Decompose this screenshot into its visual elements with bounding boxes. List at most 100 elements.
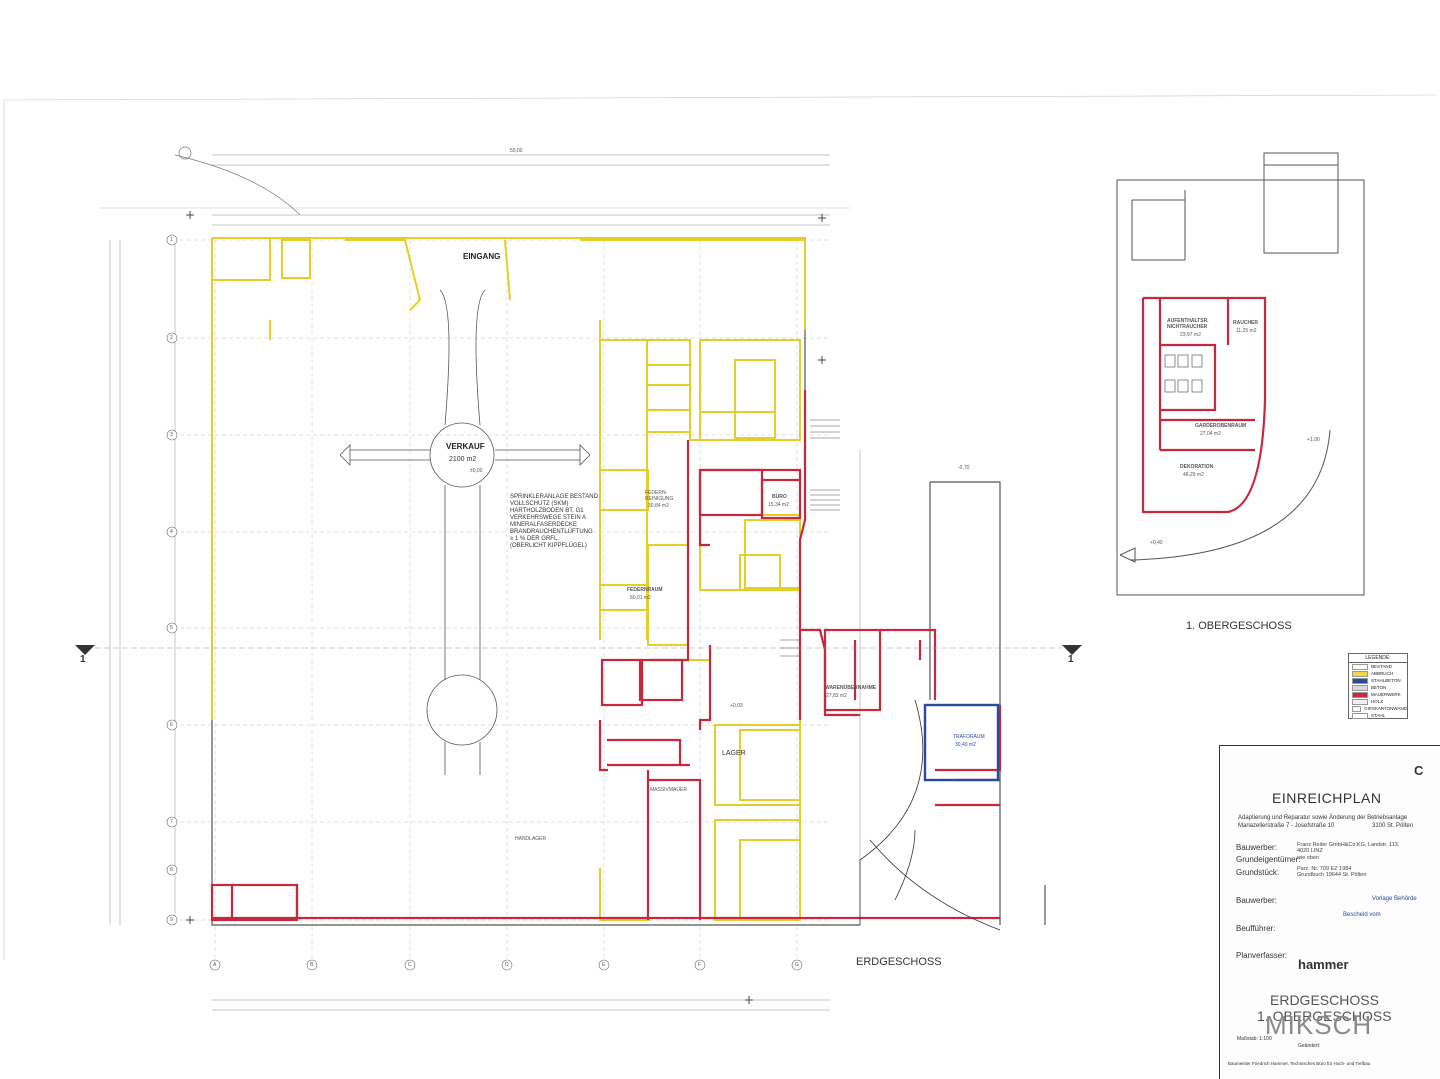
room-area-trafo: 30,40 m2 — [955, 742, 976, 748]
sprinkler-note-line: MINERALFASERDECKE — [510, 522, 578, 528]
axis-letter: C — [408, 962, 412, 968]
trafo-room-walls — [923, 703, 1000, 782]
section-mark-right: 1 — [1068, 654, 1074, 665]
room-area-aufenthalt: 23,97 m2 — [1180, 332, 1201, 338]
sprinkler-note: SPRINKLERANLAGE BESTAND VOLLSCHUTZ (SKM)… — [510, 494, 598, 550]
upper-floor-outline — [1116, 152, 1365, 596]
axis-bubbles — [166, 234, 803, 971]
room-label-trafo: TRAFORAUM — [953, 734, 985, 740]
sheet-letter: C — [1414, 763, 1424, 778]
legend-swatch — [1352, 705, 1362, 712]
tree-symbol — [178, 146, 192, 160]
new-masonry-walls — [210, 390, 1002, 922]
axis-number: 2 — [170, 335, 173, 341]
sprinkler-note-line: BRANDRAUCHENTLÜFTUNG — [510, 529, 593, 535]
room-label-warenuebernahme: WARENÜBERNAHME — [825, 685, 877, 691]
column-markers — [186, 211, 826, 1004]
legend-swatch — [1352, 663, 1368, 670]
room-area-dekoration: 46,29 m2 — [1183, 472, 1204, 478]
scale-label: Maßstab: 1:100 — [1237, 1036, 1272, 1042]
legend-swatch — [1352, 670, 1368, 677]
sprinkler-note-line: HARTHOLZBODEN BT. G1 — [510, 508, 584, 514]
dimension-lines — [109, 154, 861, 1011]
outside-curves — [859, 699, 1001, 931]
axis-number: 6 — [170, 722, 173, 728]
legend-item: STAHLBETON — [1349, 677, 1407, 684]
room-label-buero: BÜRO — [772, 494, 787, 500]
level-mark: ±0,00 — [470, 468, 483, 474]
legend-swatch — [1352, 677, 1368, 684]
tb-label: Beufführer: — [1236, 924, 1276, 933]
stair-symbols — [780, 419, 840, 657]
legend-label: BETON — [1371, 685, 1387, 690]
frame-lines — [3, 94, 1437, 960]
firm-logo: hammer — [1298, 957, 1349, 972]
axis-letter: E — [602, 962, 606, 968]
sprinkler-note-line: ≥ 1 % DER GRFL. — [510, 536, 559, 542]
legend-swatch — [1352, 684, 1368, 691]
upper-floor-title: 1. OBERGESCHOSS — [1186, 620, 1292, 632]
room-label-lager: LAGER — [722, 750, 746, 757]
room-label-dekoration: DEKORATION — [1180, 464, 1214, 470]
sheet-title-2: 1. OBERGESCHOSS — [1257, 1008, 1392, 1024]
project-city: 3100 St. Pölten — [1372, 823, 1414, 829]
axis-letter: G — [795, 962, 799, 968]
axis-number: 1 — [170, 237, 173, 243]
legend-item: ABBRUCH — [1349, 670, 1407, 677]
room-label-aufenthalt: AUFENTHALTSR. NICHTRAUCHER — [1167, 318, 1209, 330]
room-label-garderobe: GARDEROBENRAUM — [1195, 423, 1247, 429]
top-dimension: 55,00 — [510, 148, 523, 154]
sprinkler-note-line: (OBERLICHT KIPPFLÜGEL) — [510, 543, 587, 549]
legend-item: STAHL — [1349, 712, 1407, 719]
tb-label: Bauwerber: — [1236, 843, 1277, 852]
level-mark: -0,70 — [958, 465, 970, 471]
plan-heading: EINREICHPLAN — [1272, 790, 1382, 806]
tb-value: Franz Reiter GmbH&Co.KG, Landstr. 113, 4… — [1297, 842, 1400, 854]
project-line-1: Adaptierung und Reparatur sowie Änderung… — [1238, 815, 1408, 821]
room-area-federnraum: 60,01 m2 — [630, 595, 651, 601]
watermark-logo: MIKSCH — [1265, 1010, 1373, 1040]
sprinkler-note-line: VERKEHRSWEGE STEIN A — [510, 515, 587, 521]
tb-value: wie oben — [1297, 855, 1320, 861]
room-label-massivmauer: MASSIVMAUER — [650, 787, 687, 793]
tb-label: Grundstück: — [1236, 868, 1280, 877]
axis-number: 5 — [170, 625, 173, 631]
room-area-buero: 15,34 m2 — [768, 502, 789, 508]
legend-item: BESTAND — [1349, 663, 1407, 670]
legend-item: HOLZ — [1349, 698, 1407, 705]
legend-item: BETON — [1349, 684, 1407, 691]
upper-floor-walls — [1141, 296, 1267, 514]
sprinkler-note-line: VOLLSCHUTZ (SKM) — [510, 501, 569, 507]
upper-floor-fixtures — [1164, 354, 1203, 393]
legend: LEGENDE: BESTAND ABBRUCH STAHLBETON BETO… — [1348, 653, 1408, 719]
legend-label: MAUERWERK — [1371, 692, 1401, 697]
ground-floor-title: ERDGESCHOSS — [856, 956, 942, 968]
room-label-raucher: RAUCHER — [1233, 320, 1258, 326]
legend-label: HOLZ — [1371, 699, 1384, 704]
axis-number: 3 — [170, 432, 173, 438]
sheet-title-1: ERDGESCHOSS — [1270, 992, 1379, 1008]
legend-item: MAUERWERK — [1349, 691, 1407, 698]
axis-number: 8 — [170, 867, 173, 873]
legend-swatch — [1352, 712, 1368, 719]
axis-letter: A — [213, 962, 217, 968]
tb-value: Parz. Nr. 709 EZ 1984 Grundbuch 19644 St… — [1297, 866, 1367, 878]
tb-label: Planverfasser: — [1236, 951, 1288, 960]
tb-label: Grundeigentümer: — [1236, 855, 1301, 864]
room-area-raucher: 11,25 m2 — [1236, 328, 1257, 334]
changed-label: Geändert: — [1298, 1043, 1321, 1049]
level-mark: +0,40 — [1150, 540, 1163, 546]
axis-number: 9 — [170, 917, 173, 923]
footer-firm: Baumeister Friedrich Hammer, Technisches… — [1228, 1061, 1371, 1066]
level-mark: +0,03 — [730, 703, 743, 709]
room-label-federn: FEDERN-REINIGUNG — [645, 490, 674, 502]
level-mark: +1,00 — [1307, 437, 1320, 443]
legend-label: STAHL — [1371, 713, 1386, 718]
axis-letter: D — [505, 962, 509, 968]
sales-area: 2100 m2 — [449, 456, 477, 463]
axis-letter: B — [310, 962, 314, 968]
legend-item: GIPSKARTONWAND — [1349, 705, 1407, 712]
demolition-walls — [211, 237, 806, 921]
axis-letter: F — [698, 962, 702, 968]
room-area-garderobe: 27,04 m2 — [1200, 431, 1221, 437]
